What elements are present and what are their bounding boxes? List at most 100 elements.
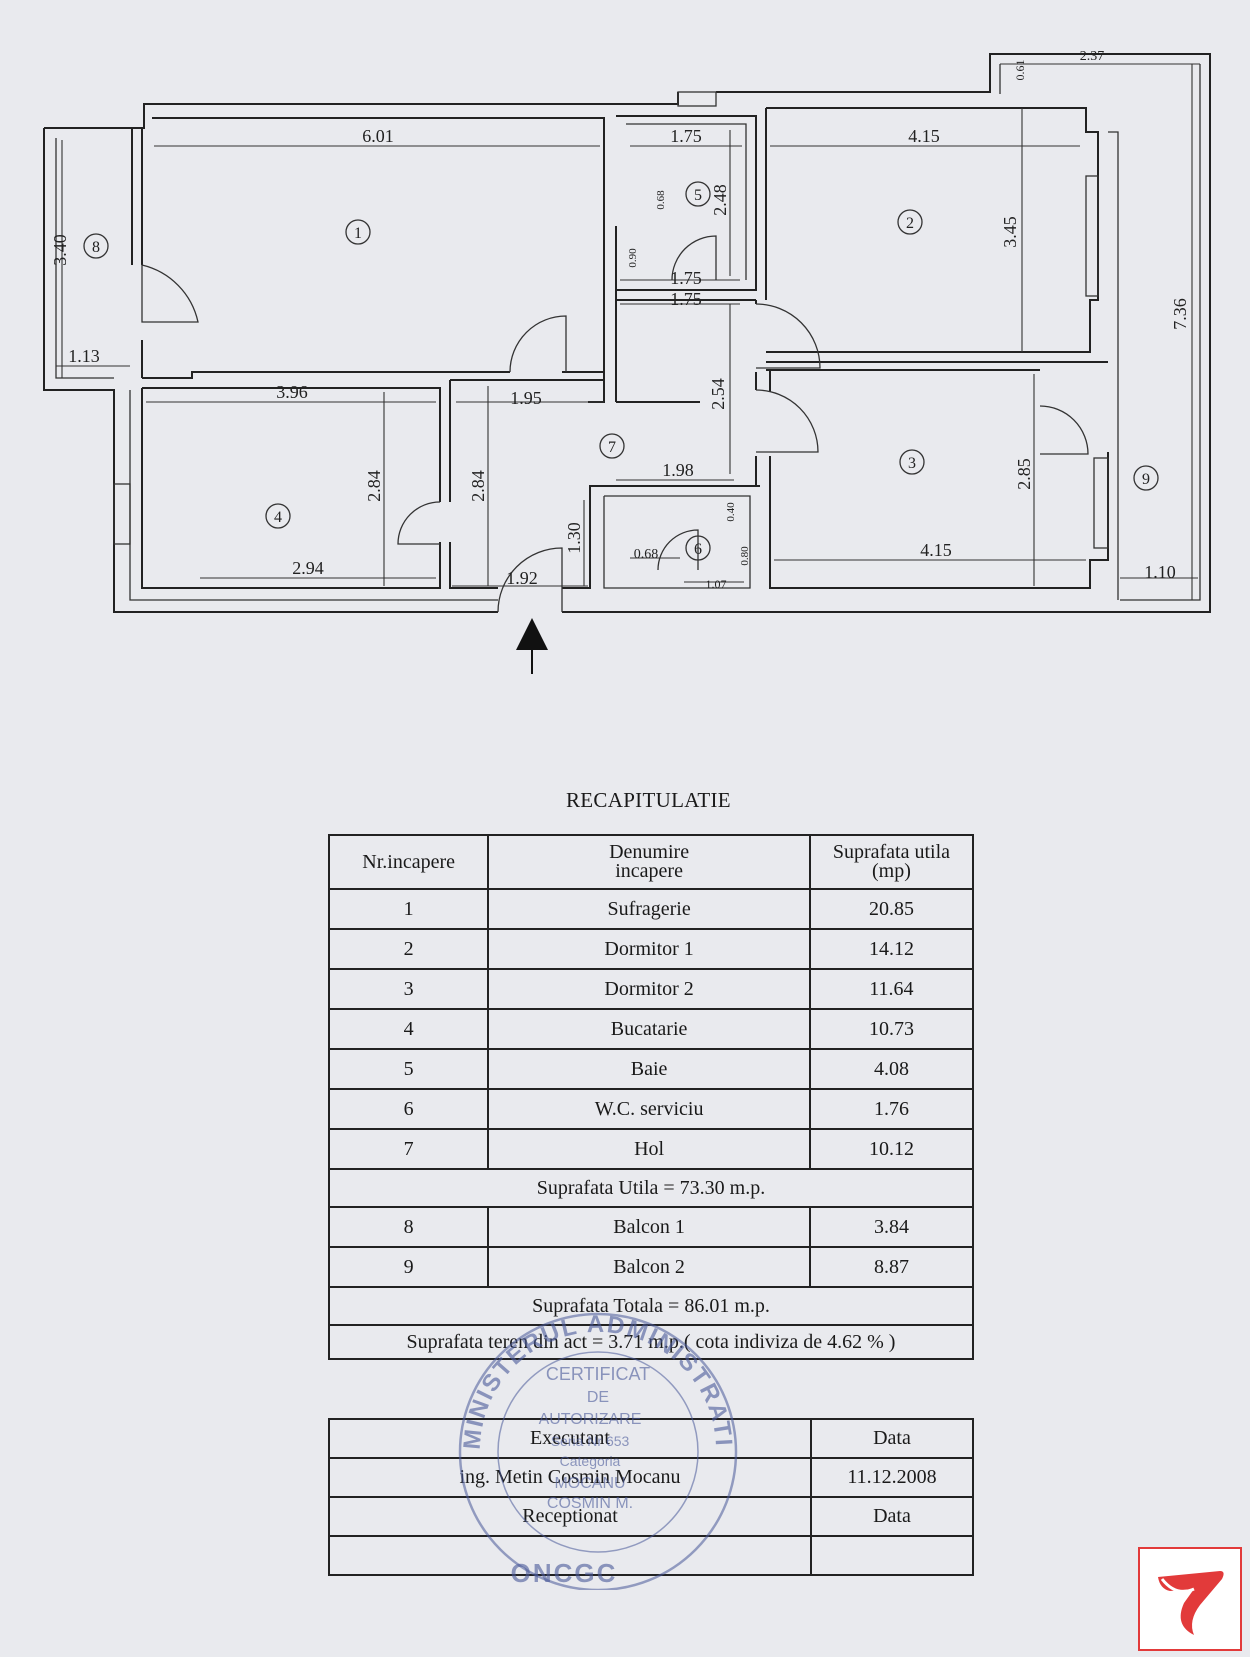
dim-r1-width: 6.01	[362, 126, 394, 146]
header-name-line1: Denumire	[609, 841, 690, 863]
recap-table: Nr.incapere Denumire incapere Suprafata …	[327, 834, 975, 1360]
table-row: 2 Dormitor 1 14.12	[327, 928, 975, 970]
table-row: 4 Bucatarie 10.73	[327, 1008, 975, 1050]
room-marker-7: 7	[608, 439, 616, 456]
stamp-line5: Categoria	[560, 1453, 621, 1469]
room-marker-2: 2	[906, 215, 914, 232]
signature-table: Executant Data ing. Metin Cosmin Mocanu …	[328, 1418, 974, 1576]
room-marker-1: 1	[354, 225, 362, 242]
row-name: Bucatarie	[487, 1008, 811, 1050]
table-row: 7 Hol 10.12	[327, 1128, 975, 1170]
outer-walls	[43, 53, 1211, 613]
dim-wc-w1: 0.68	[634, 547, 659, 562]
stamp-line1: CERTIFICAT	[546, 1364, 650, 1384]
dimension-lines	[56, 63, 1200, 600]
row-nr: 3	[327, 968, 490, 1010]
dim-wc-h1: 0.40	[725, 502, 737, 522]
row-name: Dormitor 1	[487, 928, 811, 970]
grand-total: Suprafata Totala = 86.01 m.p.	[328, 1286, 974, 1326]
dim-balcony9-width: 1.10	[1144, 562, 1176, 582]
land-area: Suprafata teren din act = 3.71 m.p.( cot…	[328, 1325, 974, 1360]
doors	[141, 235, 1089, 613]
dim-r8-height: 3.40	[50, 234, 70, 266]
empty-cell	[810, 1535, 974, 1576]
room-marker-4: 4	[274, 509, 282, 526]
dim-r5-height: 2.48	[710, 184, 730, 216]
data-label-1: Data	[810, 1418, 974, 1459]
row-area: 3.84	[808, 1206, 975, 1248]
stamp-line6: MOCANU	[554, 1475, 625, 1492]
dim-r8-width: 1.13	[68, 346, 100, 366]
dim-r4-height: 2.84	[364, 470, 384, 502]
grand-total-row: Suprafata Totala = 86.01 m.p.	[328, 1286, 974, 1326]
dim-r3-width: 4.15	[920, 540, 952, 560]
room-marker-9: 9	[1142, 471, 1150, 488]
row-name: Sufragerie	[487, 888, 811, 930]
dim-balcony9-small: 0.61	[1013, 60, 1027, 81]
recap-title: RECAPITULATIE	[566, 788, 731, 812]
room-markers: 1 2 3 4 5 6 7 8 9	[83, 181, 1159, 561]
bird-logo-icon	[1158, 1571, 1224, 1635]
interior-walls	[113, 107, 1119, 600]
header-area-line1: Suprafata utila	[832, 841, 951, 863]
brand-logo-icon	[1138, 1547, 1242, 1651]
row-name: Balcon 1	[487, 1206, 811, 1248]
stamp-line2: DE	[587, 1389, 609, 1406]
row-nr: 9	[327, 1246, 490, 1288]
table-row: 9 Balcon 2 8.87	[327, 1246, 975, 1288]
dim-hall-width: 1.95	[510, 388, 542, 408]
dim-r4-bottom: 2.94	[292, 558, 324, 578]
room-marker-8: 8	[92, 239, 100, 256]
dim-r2-width: 4.15	[908, 126, 940, 146]
row-nr: 8	[327, 1206, 490, 1248]
dim-hall-mid: 1.98	[662, 460, 694, 480]
sig-row: Executant Data	[328, 1418, 974, 1459]
room-marker-5: 5	[694, 187, 702, 204]
header-name-line2: incapere	[615, 860, 683, 882]
row-name: Dormitor 2	[487, 968, 811, 1010]
row-nr: 2	[327, 928, 490, 970]
dim-hall-height2: 2.54	[708, 378, 728, 410]
row-area: 1.76	[808, 1088, 975, 1130]
dim-entry-width: 1.92	[506, 568, 538, 588]
dim-r5-small1: 0.68	[655, 190, 667, 210]
useful-total: Suprafata Utila = 73.30 m.p.	[328, 1168, 974, 1208]
header-nr: Nr.incapere	[327, 834, 490, 890]
floor-plan: 6.01 1.75 4.15 3.45 2.37 0.61 7.36 3.40 …	[43, 49, 1211, 674]
stamp-line7: COSMIN M.	[547, 1495, 633, 1512]
useful-total-row: Suprafata Utila = 73.30 m.p.	[328, 1168, 974, 1208]
receptionat-label: Receptionat	[328, 1496, 812, 1537]
row-area: 10.12	[808, 1128, 975, 1170]
table-row: 8 Balcon 1 3.84	[327, 1206, 975, 1248]
dim-wc-h2: 0.80	[739, 546, 751, 566]
row-nr: 5	[327, 1048, 490, 1090]
dim-r2-height: 3.45	[1000, 216, 1020, 248]
row-nr: 6	[327, 1088, 490, 1130]
sig-row: Receptionat Data	[328, 1496, 974, 1537]
row-nr: 7	[327, 1128, 490, 1170]
dim-wc-w2: 1.07	[706, 577, 727, 591]
table-row: 3 Dormitor 2 11.64	[327, 968, 975, 1010]
entrance-arrow-icon	[516, 618, 548, 674]
recap-header-row: Nr.incapere Denumire incapere Suprafata …	[327, 834, 975, 890]
stamp-line4: Seria Nr 653	[551, 1433, 630, 1449]
executant-label: Executant	[328, 1418, 812, 1459]
row-area: 4.08	[808, 1048, 975, 1090]
land-row: Suprafata teren din act = 3.71 m.p.( cot…	[328, 1325, 974, 1360]
header-name: Denumire incapere	[487, 834, 811, 890]
sig-row	[328, 1535, 974, 1576]
dim-r5-small2: 0.90	[627, 248, 639, 268]
row-area: 20.85	[808, 888, 975, 930]
row-nr: 4	[327, 1008, 490, 1050]
room-marker-6: 6	[694, 541, 702, 558]
dim-r3-height: 2.85	[1014, 458, 1034, 490]
dim-r4-width: 3.96	[276, 382, 308, 402]
dim-r5-width: 1.75	[670, 126, 702, 146]
table-row: 5 Baie 4.08	[327, 1048, 975, 1090]
empty-cell	[328, 1535, 812, 1576]
dimension-labels: 6.01 1.75 4.15 3.45 2.37 0.61 7.36 3.40 …	[50, 49, 1190, 591]
row-name: Hol	[487, 1128, 811, 1170]
stamp-bottom: ONCGC	[511, 1558, 618, 1588]
table-row: 6 W.C. serviciu 1.76	[327, 1088, 975, 1130]
row-name: Baie	[487, 1048, 811, 1090]
